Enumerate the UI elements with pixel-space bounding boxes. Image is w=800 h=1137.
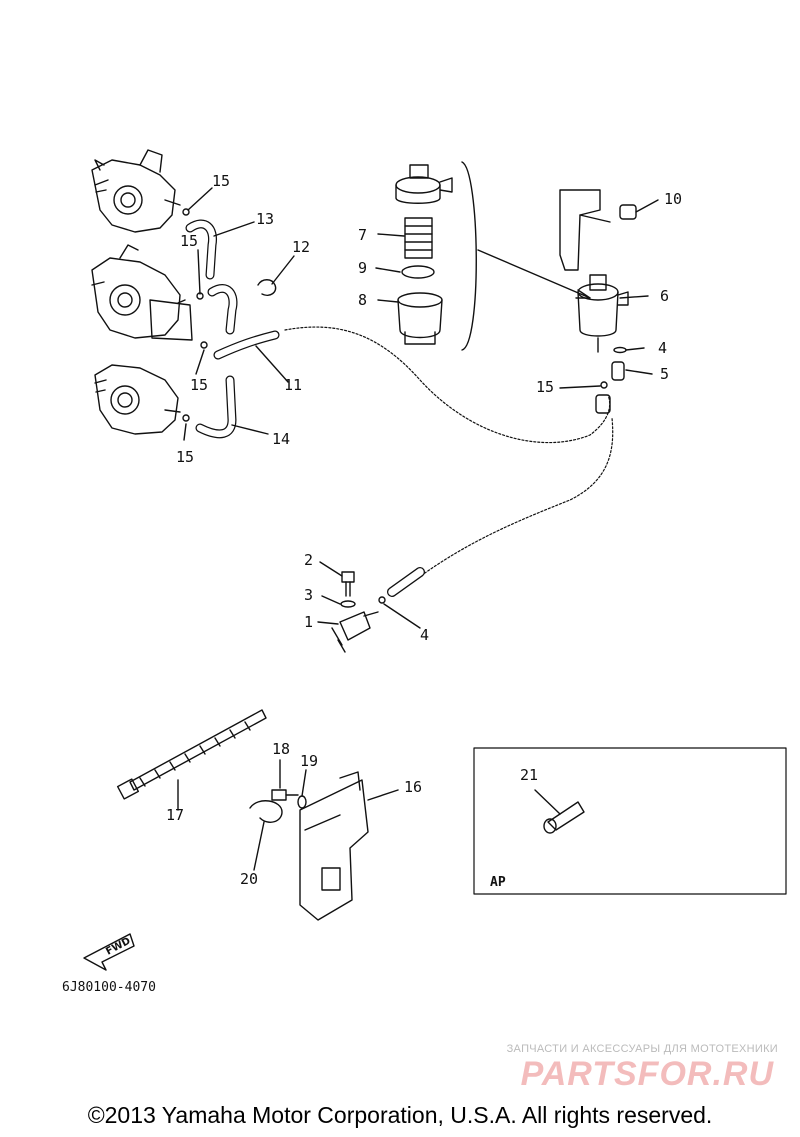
callout-5: 5	[660, 365, 669, 383]
callout-3: 3	[304, 586, 313, 604]
callout-17: 17	[166, 806, 184, 824]
callout-15: 15	[212, 172, 230, 190]
inset-label: AP	[490, 875, 506, 890]
callout-1: 1	[304, 613, 313, 631]
inset-box	[473, 747, 787, 895]
carburetor-lower	[94, 364, 181, 435]
callout-4: 4	[420, 626, 429, 644]
callout-18: 18	[272, 740, 290, 758]
watermark-brand: PARTSFOR.RU	[520, 1055, 774, 1093]
callout-13: 13	[256, 210, 274, 228]
washer-3	[340, 600, 356, 608]
washer-19	[297, 795, 307, 809]
clip-12	[257, 279, 277, 296]
callout-21: 21	[520, 766, 538, 784]
callout-7: 7	[358, 226, 367, 244]
callout-10: 10	[664, 190, 682, 208]
cable-tie-17	[116, 709, 267, 800]
callout-15: 15	[536, 378, 554, 396]
copyright-notice: ©2013 Yamaha Motor Corporation, U.S.A. A…	[87, 1102, 713, 1128]
callout-15: 15	[190, 376, 208, 394]
fuel-filter-6	[577, 274, 629, 353]
callout-9: 9	[358, 259, 367, 277]
filter-cup-8	[397, 292, 443, 345]
filter-cap	[395, 164, 453, 204]
callout-20: 20	[240, 870, 258, 888]
clamp-20	[249, 800, 283, 823]
o-ring-9	[401, 265, 435, 279]
bracket-10	[559, 189, 637, 271]
fuel-line	[284, 326, 611, 444]
callout-15: 15	[176, 448, 194, 466]
screw-21	[543, 801, 585, 834]
bolt-2	[341, 571, 355, 597]
callout-19: 19	[300, 752, 318, 770]
watermark-tagline: ЗАПЧАСТИ И АКСЕССУАРЫ ДЛЯ МОТОТЕХНИКИ	[506, 1043, 778, 1055]
callout-16: 16	[404, 778, 422, 796]
fuel-joint-1	[331, 611, 379, 653]
callout-11: 11	[284, 376, 302, 394]
callout-2: 2	[304, 551, 313, 569]
callout-15: 15	[180, 232, 198, 250]
bracket-16	[299, 771, 369, 921]
carburetor-middle	[91, 244, 193, 341]
callout-14: 14	[272, 430, 290, 448]
callout-12: 12	[292, 238, 310, 256]
diagram-code: 6J80100-4070	[62, 980, 156, 995]
fwd-arrow	[83, 933, 135, 971]
carburetor-upper	[91, 149, 181, 233]
bolt-18	[271, 789, 299, 801]
callout-4: 4	[658, 339, 667, 357]
callout-8: 8	[358, 291, 367, 309]
filter-element-7	[404, 217, 433, 259]
callout-6: 6	[660, 287, 669, 305]
